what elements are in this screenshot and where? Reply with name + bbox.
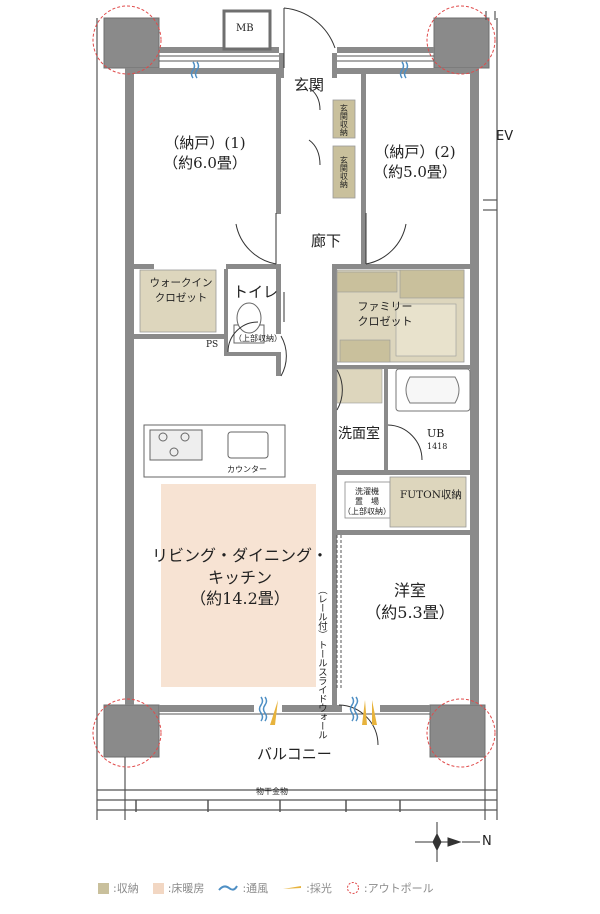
ev-label: EV	[496, 129, 514, 144]
kitchen-counter	[143, 424, 286, 478]
sliding-wall-line1: トールスライドウォール	[315, 640, 327, 739]
legend-ventilation: :通風	[218, 880, 268, 896]
storage-swatch-icon	[98, 882, 109, 894]
legend: :収納 :床暖房 :通風 :採光 :アウトポール	[98, 880, 434, 896]
washroom-label: 洗面室	[338, 426, 380, 442]
room-nando-1: （納戸）(1) （約6.0畳）	[150, 133, 260, 174]
ldk-line2: キッチン	[207, 567, 272, 587]
washer-line1: 洗濯機	[355, 487, 379, 496]
entrance-storage-1-label: 玄関収納	[339, 104, 349, 136]
western-name: 洋室	[393, 581, 426, 600]
floor-heating-swatch-icon	[152, 882, 164, 894]
ventilation-wave-icon	[218, 885, 239, 891]
sliding-wall-line2: （レール付）	[315, 585, 327, 639]
western-size: （約5.3畳）	[365, 602, 455, 622]
toilet-label: トイレ	[233, 283, 279, 301]
bathtub	[395, 368, 471, 412]
room-nando-2-name: （納戸）(2)	[374, 143, 456, 161]
walkin-line1: ウォークイン	[149, 277, 213, 289]
sliding-wall-label: トールスライドウォール （レール付）	[314, 585, 327, 739]
room-nando-2: （納戸）(2) （約5.0畳）	[362, 142, 468, 183]
washer-line2: 置 場	[355, 497, 379, 506]
outpole-circles	[92, 5, 496, 768]
drying-hooks	[135, 800, 401, 812]
room-nando-1-name: （納戸）(1)	[164, 134, 246, 152]
balcony-label: バルコニー	[257, 745, 332, 763]
floor-heating-area	[161, 484, 316, 687]
washer-line3: （上部収納）	[343, 507, 391, 516]
compass-label: N	[482, 834, 492, 849]
doors	[227, 7, 423, 746]
ub-label: UB	[427, 427, 445, 440]
walkin-closet-label: ウォークイン クロゼット	[146, 276, 216, 305]
compass-icon	[415, 822, 480, 862]
room-nando-2-size: （約5.0畳）	[373, 163, 457, 182]
ldk-label: リビング・ダイニング・ キッチン （約14.2畳）	[150, 545, 330, 610]
balcony-rails	[96, 11, 498, 820]
drying-hardware-label: 物干金物	[256, 787, 288, 796]
ldk-line1: リビング・ダイニング・	[151, 546, 328, 565]
ub-size-label: 1418	[427, 442, 448, 451]
ps-label: PS	[206, 340, 219, 350]
family-closet-label: ファミリー クロゼット	[345, 299, 425, 330]
legend-storage: :収納	[98, 880, 139, 896]
mb-label: MB	[236, 23, 254, 34]
legend-floor-heating: :床暖房	[152, 880, 204, 896]
windows	[159, 55, 434, 715]
sliding-wall	[336, 535, 342, 690]
ldk-line3: （約14.2畳）	[190, 589, 290, 609]
light-ray-icon	[283, 886, 302, 889]
hallway-label: 廊下	[311, 232, 342, 250]
interior-walls	[134, 53, 470, 705]
walkin-line2: クロゼット	[154, 291, 208, 304]
entrance-storage-2-label: 玄関収納	[339, 156, 349, 188]
entrance-label: 玄関	[294, 76, 325, 94]
futon-storage-label: FUTON収納	[400, 489, 462, 501]
family-closet-line1: ファミリー	[357, 300, 413, 313]
washer-label: 洗濯機 置 場 （上部収納）	[343, 487, 391, 517]
western-room-label: 洋室 （約5.3畳）	[355, 580, 465, 623]
ventilation-marks	[190, 61, 409, 722]
legend-outpole: :アウトポール	[346, 880, 434, 896]
light-marks	[270, 700, 377, 725]
outer-walls	[125, 9, 479, 712]
room-nando-1-size: （約6.0畳）	[163, 154, 247, 173]
legend-light: :採光	[282, 880, 332, 896]
storage-areas	[139, 99, 467, 528]
counter-label: カウンター	[227, 465, 267, 474]
outpole-circle-icon	[346, 882, 359, 894]
family-closet-line2: クロゼット	[357, 315, 413, 329]
toilet-storage-label: （上部収納）	[234, 334, 282, 343]
